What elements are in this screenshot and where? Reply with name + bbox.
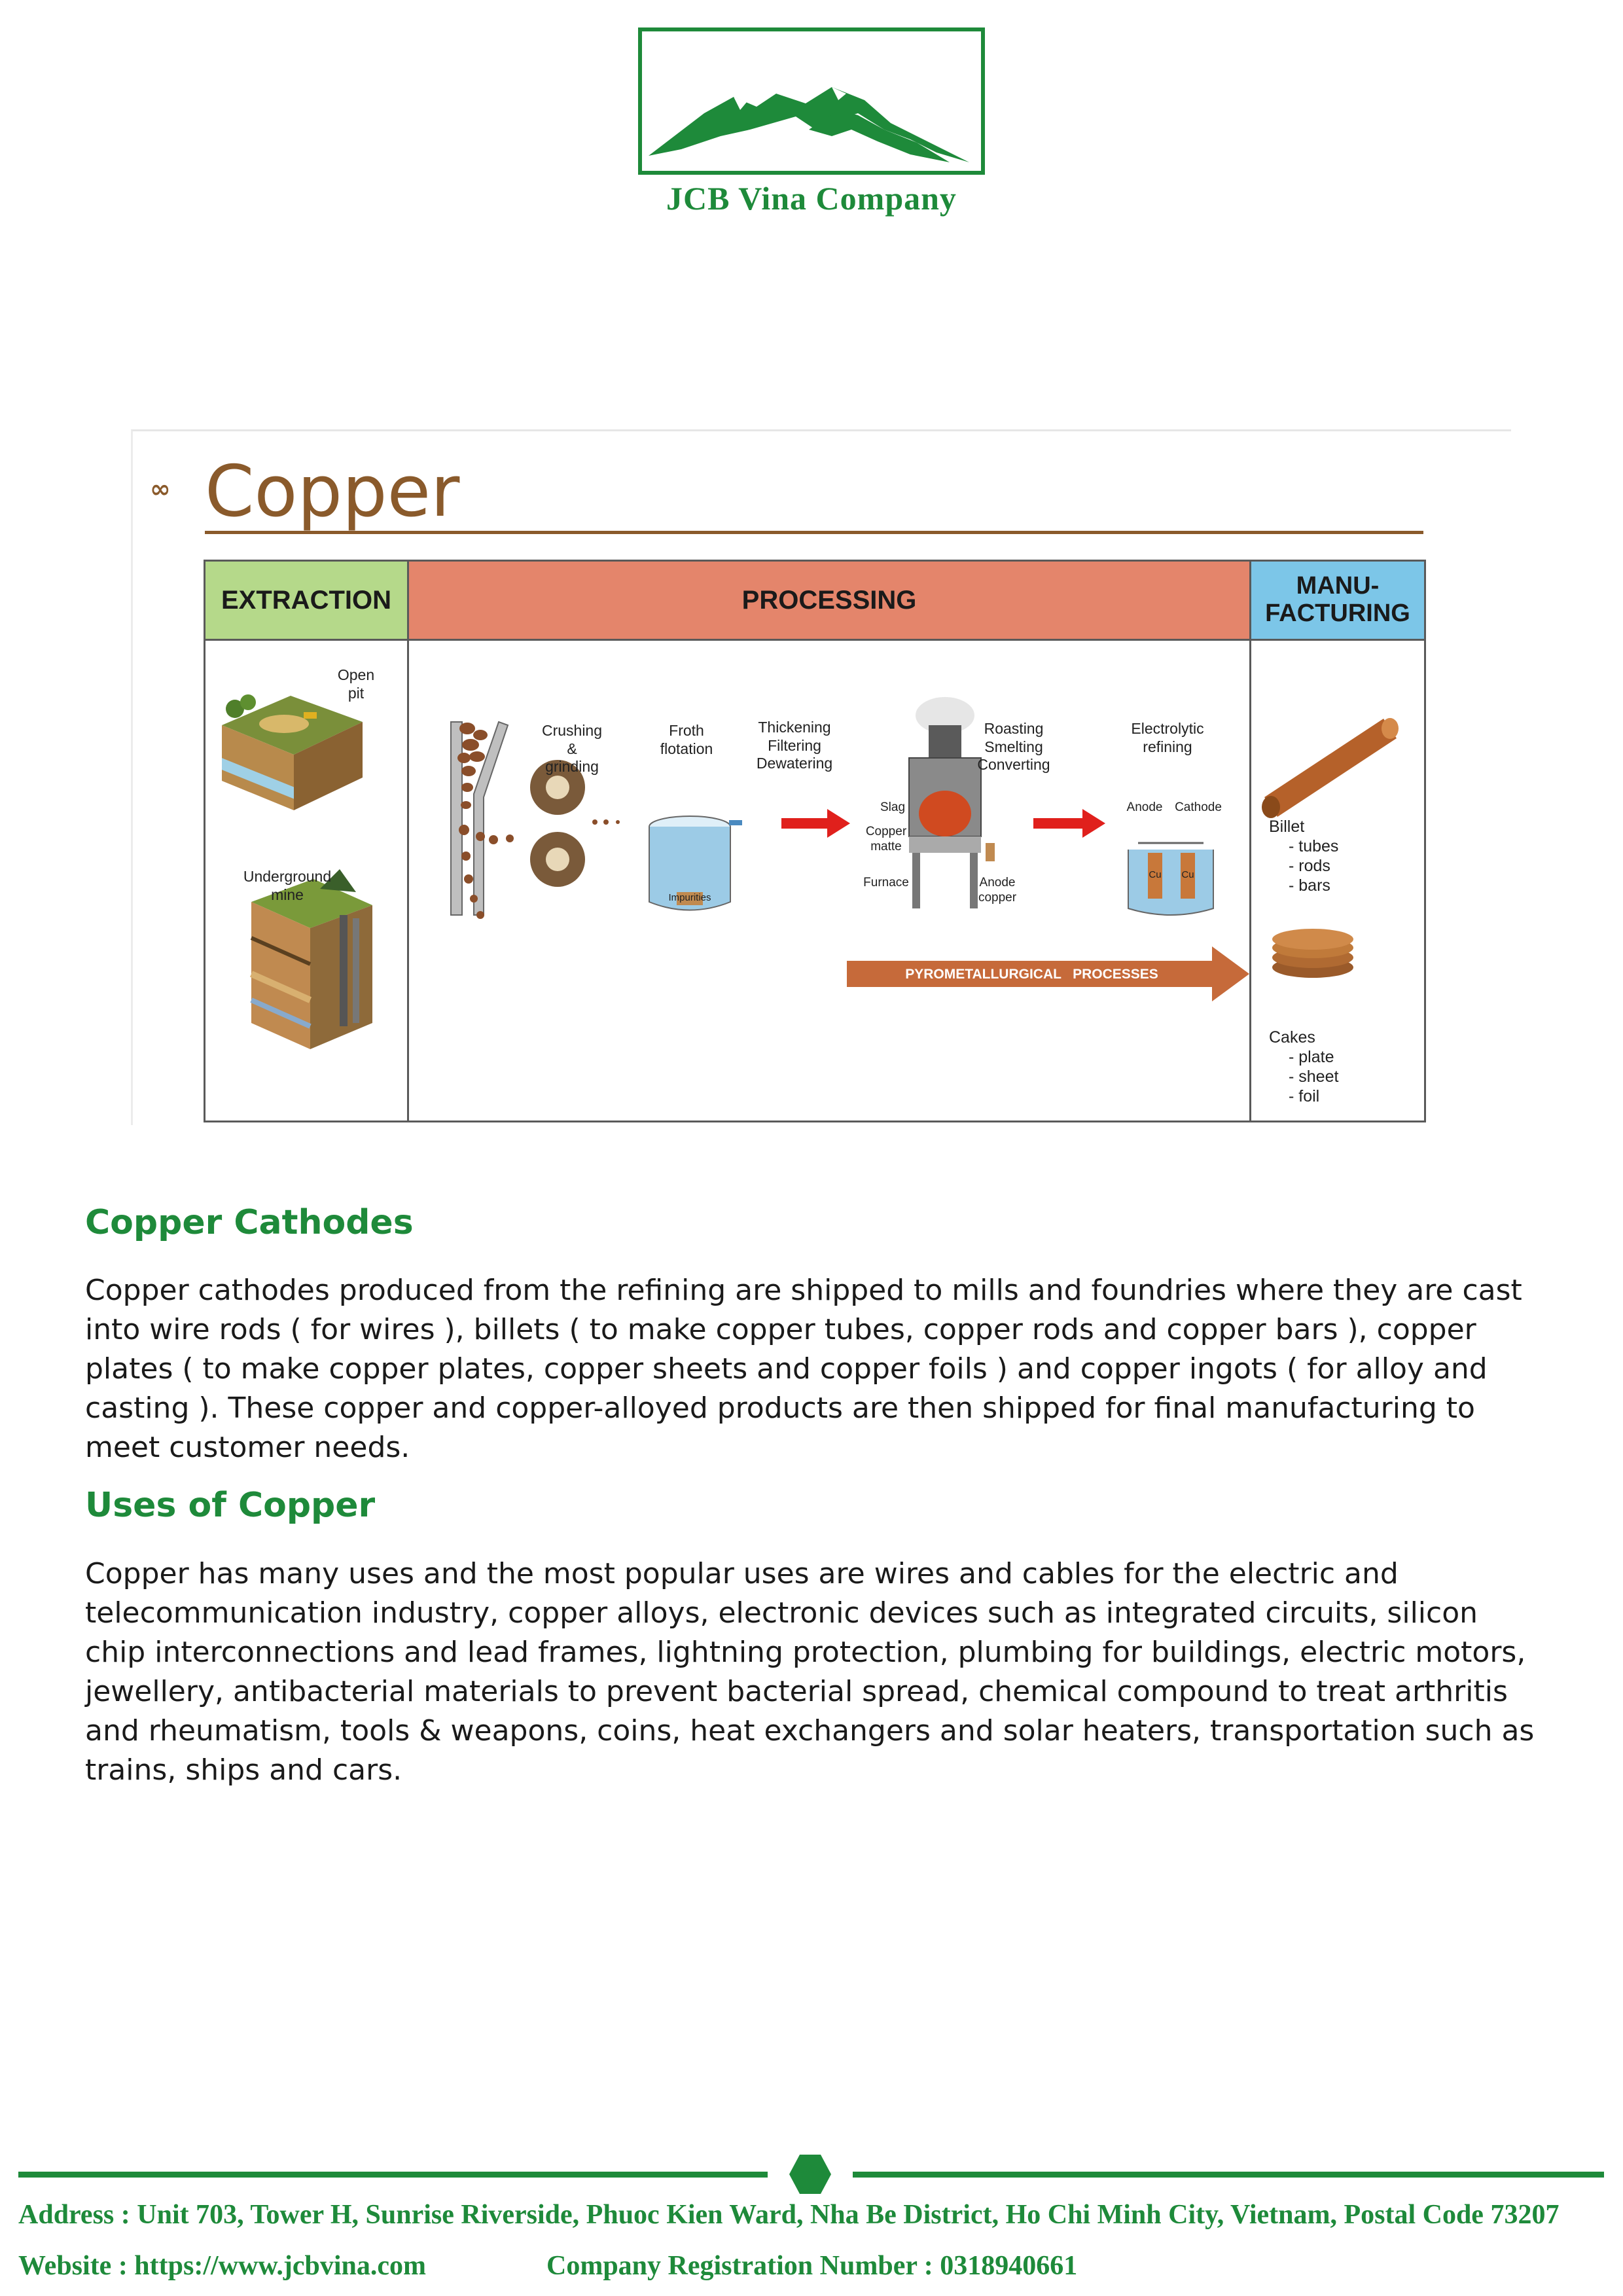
label-froth-flotation: Froth flotation xyxy=(660,722,713,757)
copper-process-diagram: EXTRACTION PROCESSING MANU- FACTURING Op… xyxy=(204,560,1426,1122)
process-arrow-1 xyxy=(781,809,850,838)
footer-divider-right xyxy=(853,2172,1604,2178)
heading-copper-cathodes: Copper Cathodes xyxy=(85,1203,414,1242)
stage-manufacturing: MANU- FACTURING xyxy=(1251,562,1424,639)
column-divider-2 xyxy=(1249,562,1251,1121)
cakes-illustration xyxy=(1272,929,1353,978)
copper-process-figure: ∞ Copper xyxy=(131,429,1511,1125)
process-arrow-2 xyxy=(1033,809,1105,838)
label-thickening: Thickening Filtering Dewatering xyxy=(756,719,833,772)
header-divider xyxy=(205,639,1424,641)
label-open-pit: Open pit xyxy=(337,666,375,702)
column-divider-1 xyxy=(407,562,409,1121)
billet-illustration xyxy=(1262,718,1399,818)
stage-processing: PROCESSING xyxy=(409,562,1249,639)
label-roasting: Roasting Smelting Converting xyxy=(977,720,1050,774)
hexagon-icon xyxy=(789,2155,831,2194)
label-cakes: Cakes xyxy=(1269,1028,1315,1047)
stage-extraction: EXTRACTION xyxy=(205,562,407,639)
footer-divider-left xyxy=(18,2172,768,2178)
cakes-product-list: - plate - sheet - foil xyxy=(1289,1048,1339,1105)
label-anode: Anode xyxy=(1126,800,1163,814)
label-cu-cathode: Cu xyxy=(1181,869,1194,880)
slide-title-rule xyxy=(205,531,1423,534)
footer-address: Address : Unit 703, Tower H, Sunrise Riv… xyxy=(18,2200,1560,2230)
label-underground-mine: Underground mine xyxy=(243,868,332,903)
footer-registration: Company Registration Number : 0318940661 xyxy=(546,2251,1078,2281)
diagram-illustrations xyxy=(222,694,1399,1049)
open-pit-illustration xyxy=(222,694,363,810)
billet-product-list: - tubes - rods - bars xyxy=(1289,837,1339,895)
flotation-tank-illustration xyxy=(649,816,742,911)
label-anode-copper: Anode copper xyxy=(978,876,1017,905)
footer-website[interactable]: Website : https://www.jcbvina.com xyxy=(18,2251,426,2281)
label-crushing: Crushing & grinding xyxy=(541,722,603,776)
label-electrolytic-refining: Electrolytic refining xyxy=(1131,720,1204,755)
electrolytic-cell-illustration xyxy=(1128,842,1214,916)
label-cathode: Cathode xyxy=(1175,800,1222,814)
company-logo xyxy=(638,27,985,175)
label-billet: Billet xyxy=(1269,817,1305,836)
label-slag: Slag xyxy=(880,800,906,814)
slide-title: Copper xyxy=(205,451,460,533)
paragraph-copper-cathodes: Copper cathodes produced from the refini… xyxy=(85,1274,1522,1464)
label-furnace: Furnace xyxy=(863,876,909,889)
label-cu-anode: Cu xyxy=(1149,869,1162,880)
paragraph-uses-of-copper: Copper has many uses and the most popula… xyxy=(85,1557,1535,1787)
label-pyrometallurgical: PYROMETALLURGICAL PROCESSES xyxy=(905,967,1158,982)
label-copper-matte: Copper matte xyxy=(865,825,907,853)
pyrometallurgical-arrow xyxy=(847,946,1249,1001)
mountain-logo-icon xyxy=(649,87,969,162)
underground-mine-illustration xyxy=(249,869,372,1049)
company-name: JCB Vina Company xyxy=(666,180,957,217)
label-impurities: Impurities xyxy=(668,892,711,903)
slide-bullet: ∞ xyxy=(150,475,171,503)
furnace-illustration xyxy=(908,697,995,908)
crusher-illustration xyxy=(450,721,620,919)
heading-uses-of-copper: Uses of Copper xyxy=(85,1486,376,1525)
